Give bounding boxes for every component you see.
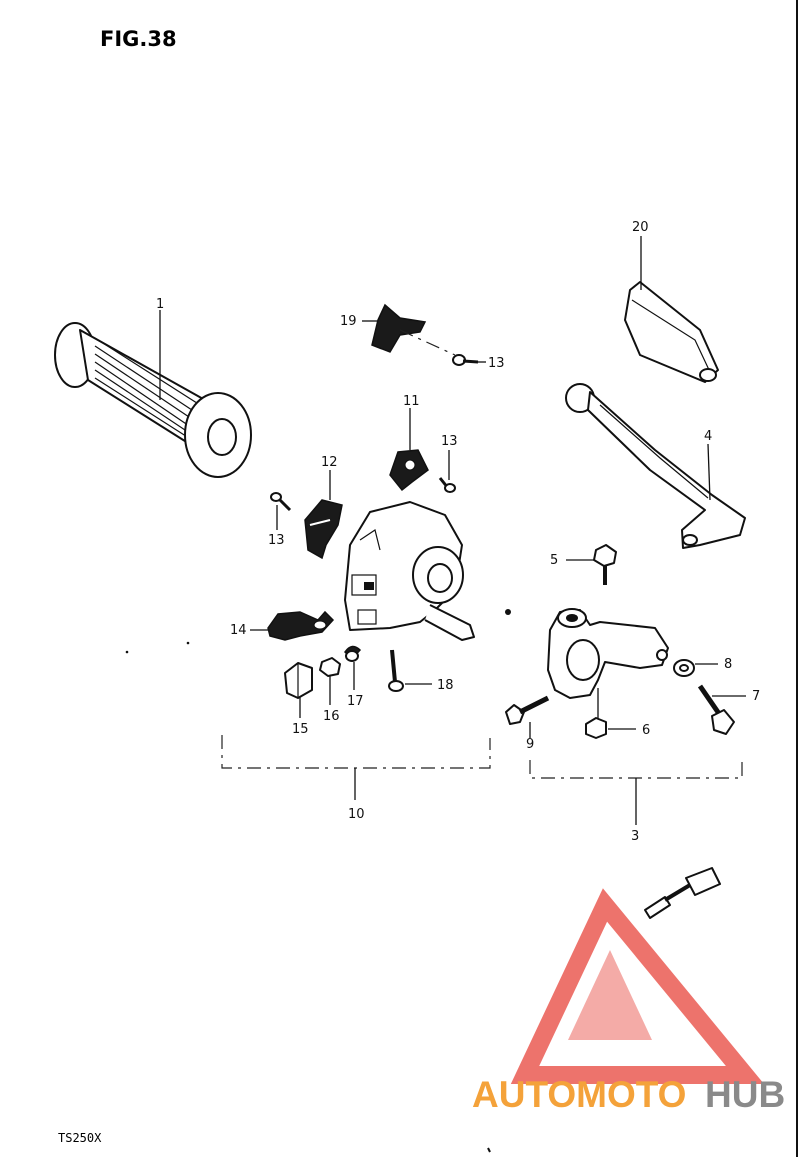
label-part-14: 14	[230, 623, 247, 638]
nut-6-part	[585, 717, 607, 739]
label-part-15: 15	[292, 722, 309, 737]
screw-13-c-part	[270, 492, 292, 512]
bracket-10	[221, 735, 491, 800]
lever-part	[565, 383, 746, 549]
leader-4	[707, 443, 711, 501]
label-part-20: 20	[632, 220, 649, 235]
label-part-9: 9	[526, 737, 534, 752]
label-part-13-b: 13	[441, 434, 458, 449]
bracket-3	[529, 760, 743, 825]
button-15-part	[284, 662, 313, 699]
label-part-19: 19	[340, 314, 357, 329]
detail-dot	[505, 609, 511, 615]
label-part-13-a: 13	[488, 356, 505, 371]
label-part-7: 7	[752, 689, 760, 704]
knob-19-part	[371, 303, 427, 353]
switch-knob-12-part	[304, 499, 343, 560]
axis-line-19	[399, 329, 456, 356]
label-part-1: 1	[156, 297, 164, 312]
label-part-13-c: 13	[268, 533, 285, 548]
figure-title: FIG.38	[100, 27, 177, 51]
lever-bracket-part	[547, 608, 669, 699]
washer-8-part	[673, 659, 695, 677]
detail-dot	[186, 641, 190, 645]
model-code: TS250X	[58, 1131, 102, 1145]
watermark-logo	[510, 888, 765, 1084]
screw-13-a-part	[452, 354, 479, 366]
nut-16-part	[319, 657, 341, 677]
watermark-text-automoto: AUTOMOTO	[472, 1074, 686, 1115]
label-part-10: 10	[348, 807, 365, 822]
label-part-3: 3	[631, 829, 639, 844]
label-part-18: 18	[437, 678, 454, 693]
page-mark	[487, 1147, 491, 1153]
watermark-text-hub: HUB	[705, 1074, 785, 1115]
label-part-8: 8	[724, 657, 732, 672]
spring-17-part	[344, 645, 362, 662]
switch-housing-part	[344, 501, 475, 641]
detail-dot	[125, 650, 129, 654]
bolt-9-part	[505, 695, 550, 725]
label-part-4: 4	[704, 429, 712, 444]
bolt-5-part	[593, 544, 617, 585]
label-part-17: 17	[347, 694, 364, 709]
bolt-7-part	[697, 684, 735, 735]
screw-13-b-part	[438, 477, 456, 493]
switch-knob-11-part	[389, 449, 429, 492]
lever-cover-part	[624, 281, 719, 383]
switch-14-part	[267, 610, 335, 641]
label-part-6: 6	[642, 723, 650, 738]
screw-18-part	[388, 649, 404, 692]
grip-part	[54, 322, 252, 478]
label-part-5: 5	[550, 553, 558, 568]
label-part-11: 11	[403, 394, 420, 409]
label-part-16: 16	[323, 709, 340, 724]
label-part-12: 12	[321, 455, 338, 470]
